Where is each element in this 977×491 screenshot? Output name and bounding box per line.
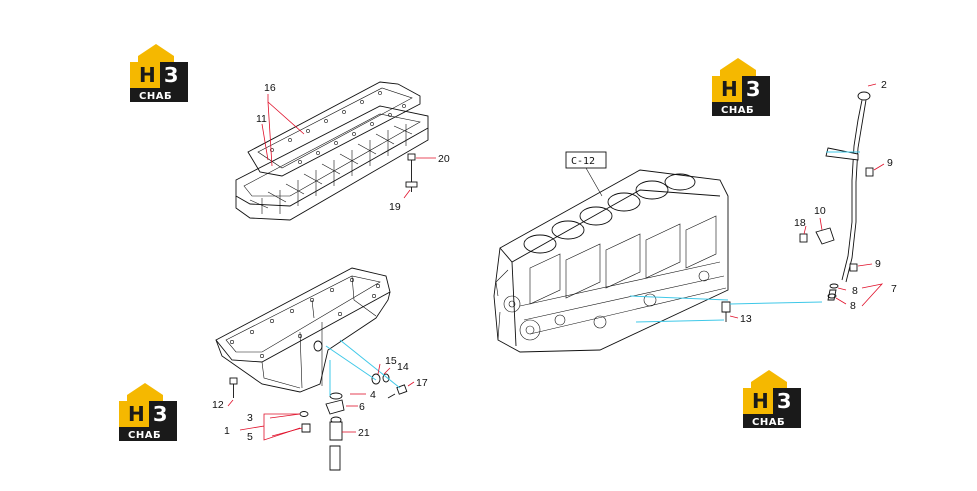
callout-6: 6	[359, 401, 365, 413]
callout-21: 21	[358, 427, 370, 439]
callout-12: 12	[212, 399, 224, 411]
logo-subtitle: СНАБ	[128, 430, 161, 441]
callout-13: 13	[740, 313, 752, 325]
oil-pan	[215, 267, 408, 471]
callout-8: 8	[852, 285, 858, 297]
brand-logo: Н З СНАБ	[119, 383, 177, 441]
callout-9: 9	[887, 157, 893, 169]
callout-19: 19	[389, 201, 401, 213]
callout-14: 14	[397, 361, 409, 373]
dipstick-assembly	[721, 91, 874, 322]
logo-subtitle: СНАБ	[139, 91, 172, 102]
callout-9: 9	[875, 258, 881, 270]
brand-logo: Н З СНАБ	[712, 58, 770, 116]
callout-1: 1	[224, 425, 230, 437]
connector-lines	[325, 151, 860, 396]
callout-4: 4	[370, 389, 376, 401]
leader-lines	[227, 83, 885, 441]
oil-pan-gasket-assembly	[235, 81, 429, 221]
engine-block: C-12	[493, 151, 729, 353]
callout-17: 17	[416, 377, 428, 389]
logo-letter-z: З	[164, 63, 178, 87]
logo-letter-z: З	[777, 389, 791, 413]
callout-15: 15	[385, 355, 397, 367]
brand-logo: Н З СНАБ	[130, 44, 188, 102]
callout-labels: 16 11 20 19 12 3 1 5 4 6 21 15 14 17 2 9…	[212, 79, 897, 443]
logo-letter-z: З	[153, 402, 167, 426]
logo-letter-n: Н	[752, 389, 769, 413]
logo-letter-n: Н	[128, 402, 145, 426]
callout-11: 11	[256, 113, 267, 125]
callout-2: 2	[881, 79, 887, 91]
brand-logo: Н З СНАБ	[743, 370, 801, 428]
callout-10: 10	[814, 205, 826, 217]
logo-subtitle: СНАБ	[721, 105, 754, 116]
callout-3: 3	[247, 412, 253, 424]
logo-letter-n: Н	[139, 63, 156, 87]
callout-16: 16	[264, 82, 276, 94]
logo-letter-z: З	[746, 77, 760, 101]
engine-block-ref-label: C-12	[571, 156, 595, 167]
callout-8: 8	[850, 300, 856, 312]
logo-subtitle: СНАБ	[752, 417, 785, 428]
callout-20: 20	[438, 153, 450, 165]
callout-5: 5	[247, 431, 253, 443]
callout-7: 7	[891, 283, 897, 295]
logo-letter-n: Н	[721, 77, 738, 101]
callout-18: 18	[794, 217, 806, 229]
